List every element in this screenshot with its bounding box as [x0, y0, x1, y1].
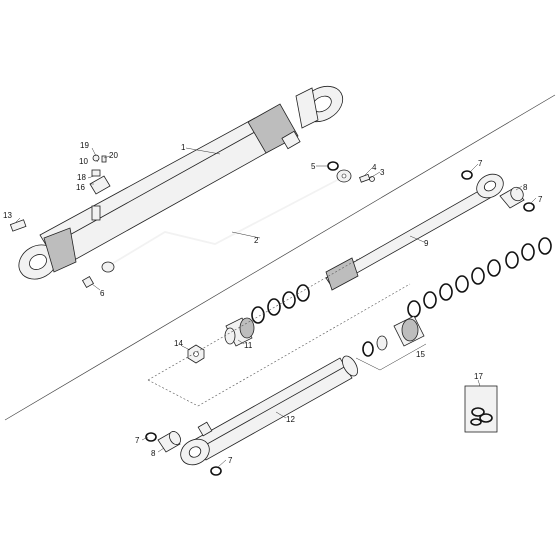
callout-2: 2 [254, 236, 259, 245]
seal-kit-bag [464, 385, 498, 433]
callout-8-top: 8 [523, 183, 528, 192]
callout-labels: 1 2 3 4 5 6 7 7 7 7 8 8 9 10 11 12 13 14… [3, 141, 543, 465]
port-fitting [9, 219, 27, 232]
callout-16: 16 [76, 183, 85, 192]
callout-7-lower-left: 7 [135, 436, 140, 445]
callout-7-right: 7 [538, 195, 543, 204]
orings-lower [145, 432, 222, 476]
grease-fitting [81, 275, 95, 289]
cylinder-barrel-lower [180, 355, 358, 466]
pipe-fitting-hardware [327, 161, 375, 183]
gland-assembly [355, 315, 427, 371]
callout-7-lower: 7 [228, 456, 233, 465]
bushing-top [499, 186, 525, 209]
piston [224, 317, 255, 347]
callout-7-top: 7 [478, 159, 483, 168]
separator-line [4, 94, 556, 421]
callout-11: 11 [244, 341, 253, 350]
lock-nut [187, 344, 205, 364]
seal-stack-right [407, 237, 552, 318]
callout-19: 19 [80, 141, 89, 150]
clamp-group [89, 154, 111, 195]
callout-20: 20 [109, 151, 118, 160]
bushing-lower [157, 431, 181, 453]
leader-lines [15, 147, 537, 468]
callout-3: 3 [380, 168, 385, 177]
callout-4: 4 [372, 163, 377, 172]
dashed-boundary [147, 257, 411, 407]
callout-17: 17 [474, 372, 483, 381]
orings-top [461, 170, 535, 212]
callout-15: 15 [416, 350, 425, 359]
callout-18: 18 [77, 173, 86, 182]
cylinder-barrel-assembly [18, 85, 344, 280]
hydraulic-pipe [101, 169, 352, 273]
callout-6: 6 [100, 289, 105, 298]
piston-rod [325, 173, 504, 291]
callout-13: 13 [3, 211, 12, 220]
callout-9: 9 [424, 239, 429, 248]
seal-stack-middle [251, 284, 310, 324]
callout-8-lower: 8 [151, 449, 156, 458]
callout-14: 14 [174, 339, 183, 348]
callout-1: 1 [181, 143, 186, 152]
callout-10: 10 [79, 157, 88, 166]
callout-12: 12 [286, 415, 295, 424]
callout-5: 5 [311, 162, 316, 171]
